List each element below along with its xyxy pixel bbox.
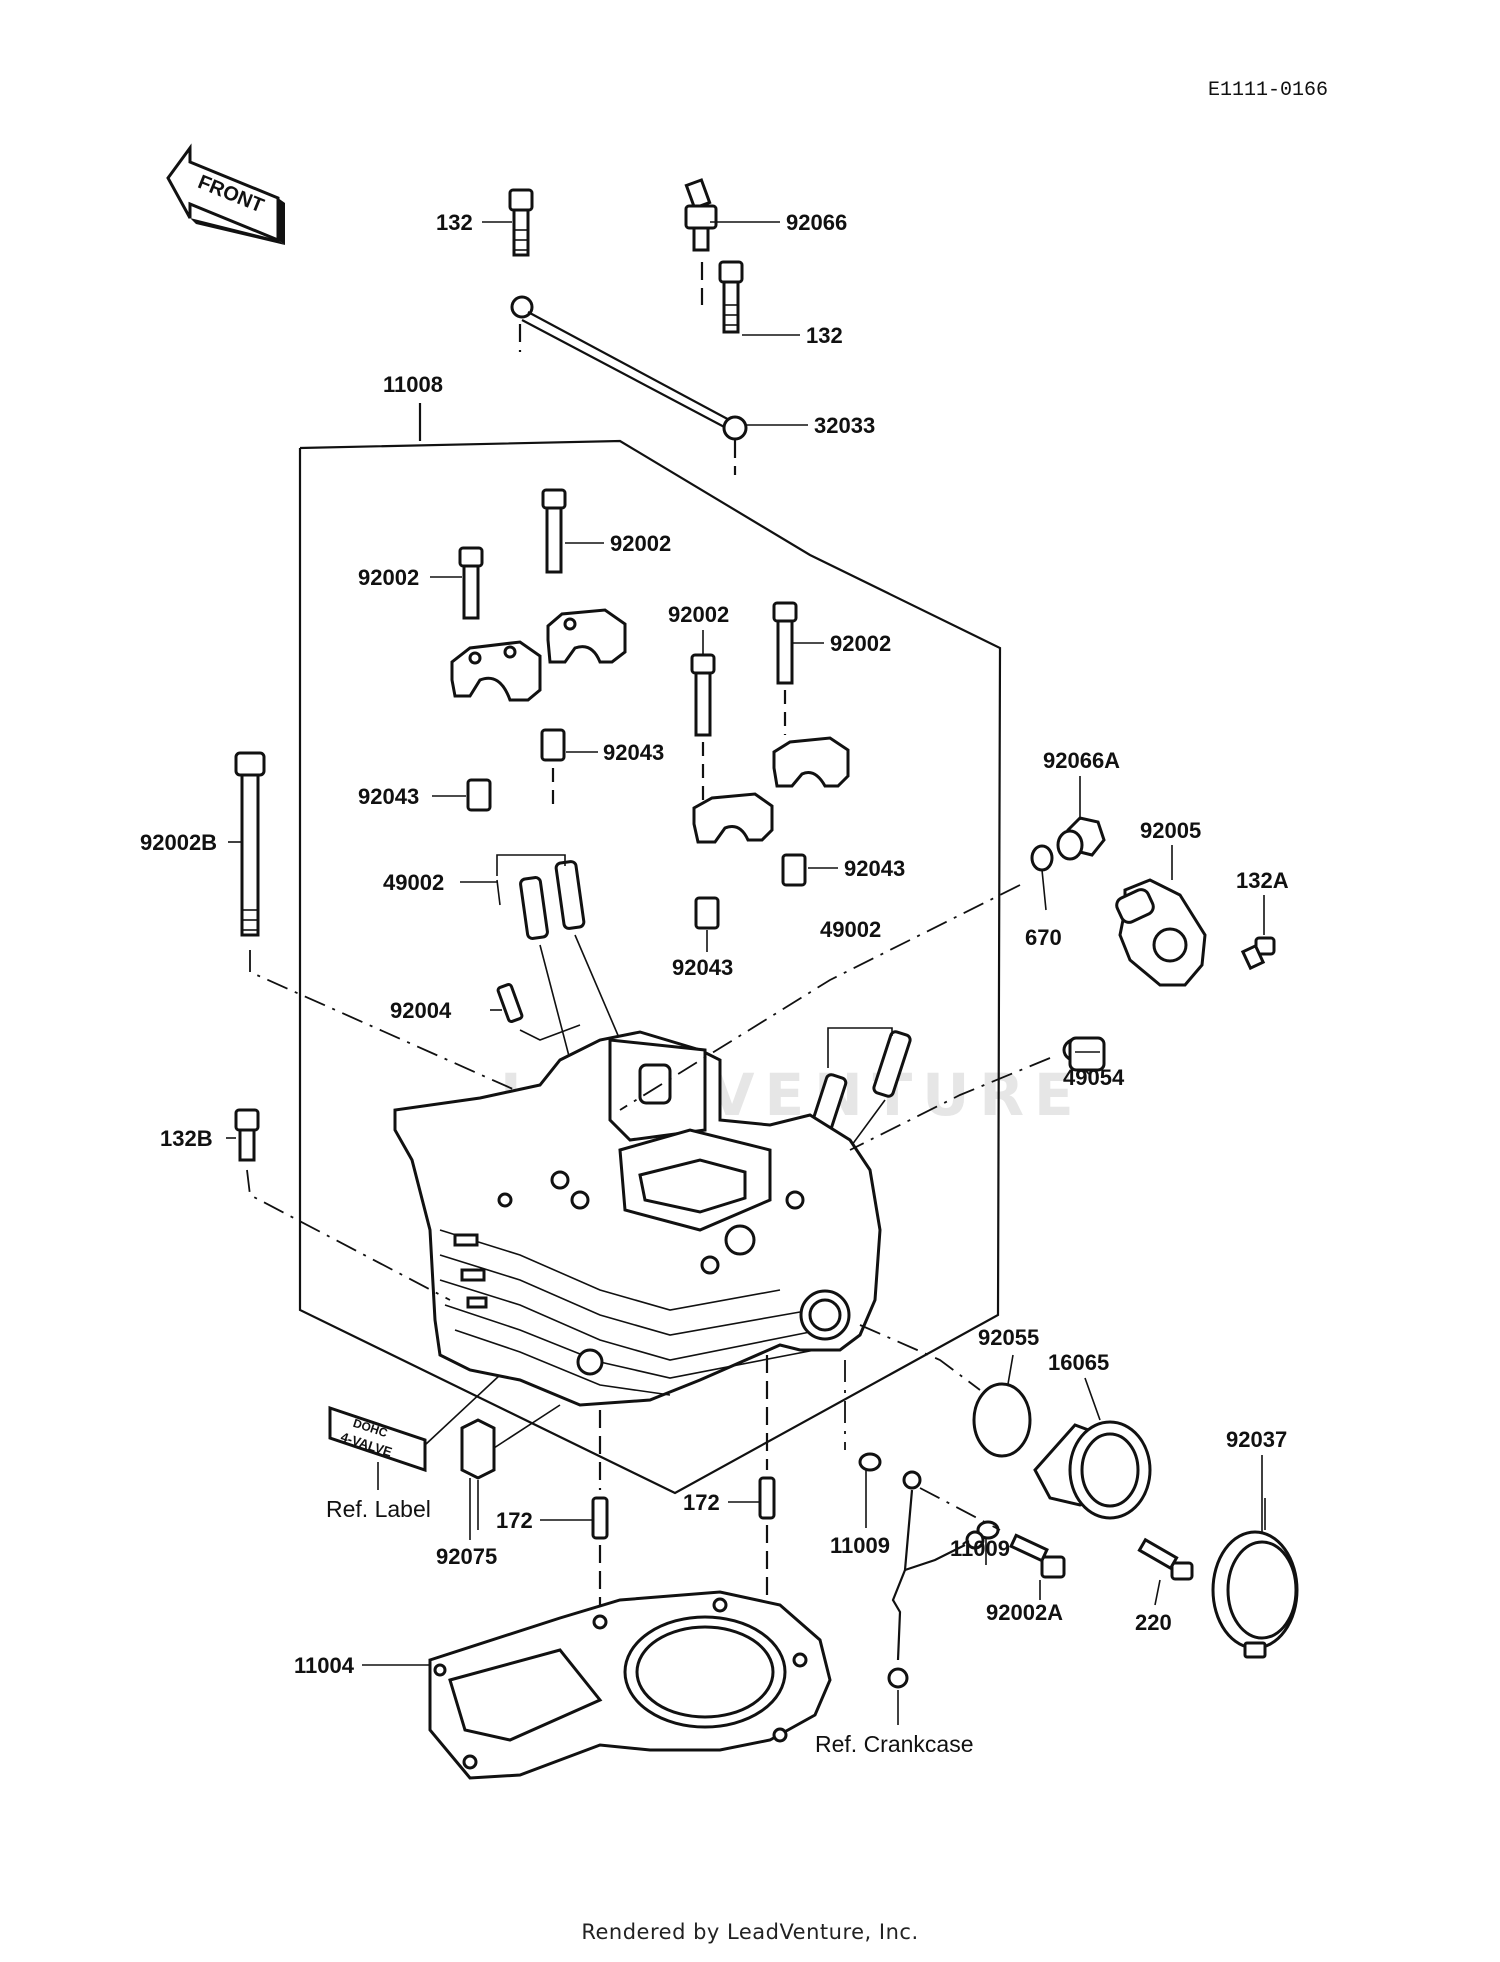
o-ring-92055: [972, 1382, 1032, 1458]
leader-670: [619, 884, 1021, 1111]
label-92055: 92055: [978, 1325, 1039, 1350]
label-92037: 92037: [1226, 1427, 1287, 1452]
cam-cap-left: [450, 608, 627, 702]
label-16065: 16065: [1048, 1350, 1109, 1375]
o-ring-670: [1030, 844, 1054, 872]
ref-crankcase-text: Ref. Crankcase: [815, 1731, 974, 1757]
label-132-mid: 132: [806, 323, 843, 348]
label-92002-a: 92002: [358, 565, 419, 590]
dowels-92043-left: [466, 728, 566, 812]
bolt-132B: [234, 1108, 451, 1301]
label-92002-b: 92002: [610, 531, 671, 556]
leader-lines: [226, 221, 1265, 1725]
label-92002A: 92002A: [986, 1600, 1063, 1625]
pin-92004: [496, 983, 581, 1041]
label-220: 220: [1135, 1610, 1172, 1635]
label-49002-a: 49002: [383, 870, 444, 895]
bolts-92002-left: [458, 488, 567, 620]
bolts-92002-right: [690, 601, 798, 800]
label-49002-b: 49002: [820, 917, 881, 942]
label-11009-a: 11009: [830, 1533, 890, 1558]
front-arrow-icon: FRONT: [166, 143, 285, 245]
label-11008: 11008: [383, 372, 443, 397]
label-92075: 92075: [436, 1544, 497, 1569]
sensor-92066: [684, 178, 718, 305]
bolt-132-top: [508, 188, 534, 257]
label-92002-d: 92002: [830, 631, 891, 656]
thermostat-cover-92005: [1115, 878, 1207, 987]
bolt-92002B: [234, 751, 561, 1111]
label-132A: 132A: [1236, 868, 1289, 893]
cam-cap-right: [692, 736, 850, 844]
bolt-132-mid: [718, 260, 744, 334]
bolt-92002A: [1009, 1533, 1066, 1579]
diagram-code: E1111-0166: [1208, 79, 1328, 102]
plug-92066A: [1056, 816, 1106, 861]
label-92004: 92004: [390, 998, 452, 1023]
bolt-132A: [1240, 936, 1276, 971]
bracket-32033: [510, 295, 748, 475]
head-gasket-11004: [428, 1590, 832, 1780]
label-670: 670: [1025, 925, 1062, 950]
label-11004: 11004: [294, 1653, 355, 1678]
fitting-16065: [1033, 1420, 1152, 1520]
valve-guides-49002-left: [496, 854, 621, 1061]
leader-92055: [859, 1324, 981, 1391]
grommet-92075: [460, 1404, 561, 1530]
clamp-92037: [1211, 1498, 1299, 1659]
cooling-fins: [439, 1229, 816, 1396]
label-11009-b: 11009: [950, 1536, 1010, 1561]
label-172-a: 172: [496, 1508, 533, 1533]
bolt-220: [1137, 1537, 1194, 1581]
label-92002B: 92002B: [140, 830, 217, 855]
label-92005: 92005: [1140, 818, 1201, 843]
label-92043-d: 92043: [672, 955, 733, 980]
footer-credit: Rendered by LeadVenture, Inc.: [581, 1920, 919, 1944]
leader-49054: [849, 1057, 1051, 1151]
label-132B: 132B: [160, 1126, 213, 1151]
stud-172-left: [591, 1410, 609, 1610]
label-49054: 49054: [1063, 1065, 1125, 1090]
label-92043-a: 92043: [603, 740, 664, 765]
stud-172-right: [758, 1355, 776, 1600]
oil-pipe: [844, 1360, 1001, 1689]
cylinder-head: [393, 1030, 882, 1407]
label-132-top: 132: [436, 210, 473, 235]
cylinder-head-outline: [298, 403, 1002, 1495]
label-92066: 92066: [786, 210, 847, 235]
label-92002-c: 92002: [668, 602, 729, 627]
label-32033: 32033: [814, 413, 875, 438]
ref-label-text: Ref. Label: [326, 1496, 431, 1522]
label-92066A: 92066A: [1043, 748, 1120, 773]
thermostat-49054: [1062, 1036, 1106, 1072]
label-92043-c: 92043: [844, 856, 905, 881]
dowels-92043-right: [694, 853, 807, 930]
label-92043-b: 92043: [358, 784, 419, 809]
label-172-b: 172: [683, 1490, 720, 1515]
